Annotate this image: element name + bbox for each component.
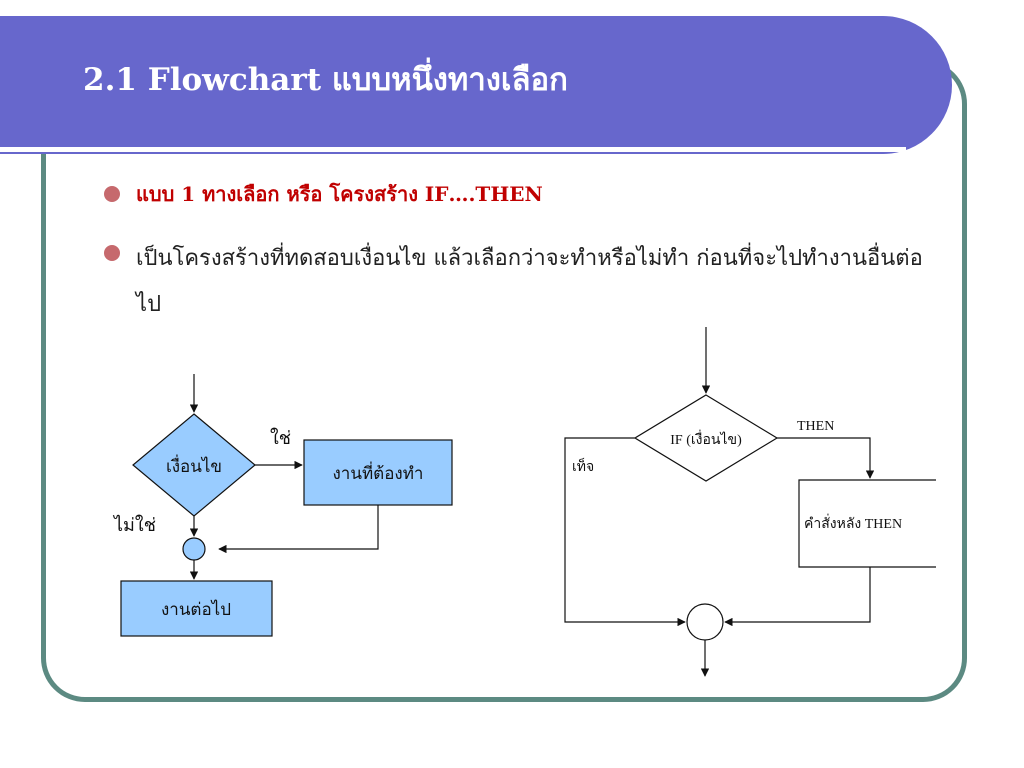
right-statement-box <box>798 479 936 568</box>
right-decision-label: IF (เงื่อนไข) <box>670 430 742 448</box>
left-no-label: ไม่ใช่ <box>112 514 156 536</box>
left-flowchart <box>120 374 453 637</box>
left-next-task-label: งานต่อไป <box>161 599 231 620</box>
bullet-1-text: แบบ 1 ทางเลือก หรือ โครงสร้าง IF….THEN <box>136 182 543 206</box>
right-decision-diamond <box>633 394 779 482</box>
right-merge-arrow-right <box>724 567 871 627</box>
bullet-1-icon <box>104 186 120 202</box>
right-connector-circle <box>686 603 724 641</box>
left-task-box <box>303 439 453 506</box>
left-return-arrow <box>218 505 379 554</box>
bullet-2-text: เป็นโครงสร้างที่ทดสอบเงื่อนไข แล้วเลือกว… <box>136 246 923 317</box>
left-yes-label: ใช่ <box>270 427 291 449</box>
left-decision-label: เงื่อนไข <box>166 454 222 477</box>
right-statement-label: คำสั่งหลัง THEN <box>804 514 902 532</box>
right-then-arrow <box>777 437 875 479</box>
right-false-label: เท็จ <box>572 457 594 475</box>
bullet-2-icon <box>104 245 120 261</box>
title-bar <box>0 16 952 154</box>
left-next-task-box <box>120 580 273 637</box>
title-rule <box>0 147 906 152</box>
right-false-arrow <box>564 437 686 627</box>
right-then-label: THEN <box>797 419 834 434</box>
left-task-label: งานที่ต้องทำ <box>333 461 424 484</box>
left-connector-circle <box>182 537 206 561</box>
right-flowchart <box>564 327 936 677</box>
slide-title: 2.1 Flowchart แบบหนึ่งทางเลือก <box>83 62 568 98</box>
